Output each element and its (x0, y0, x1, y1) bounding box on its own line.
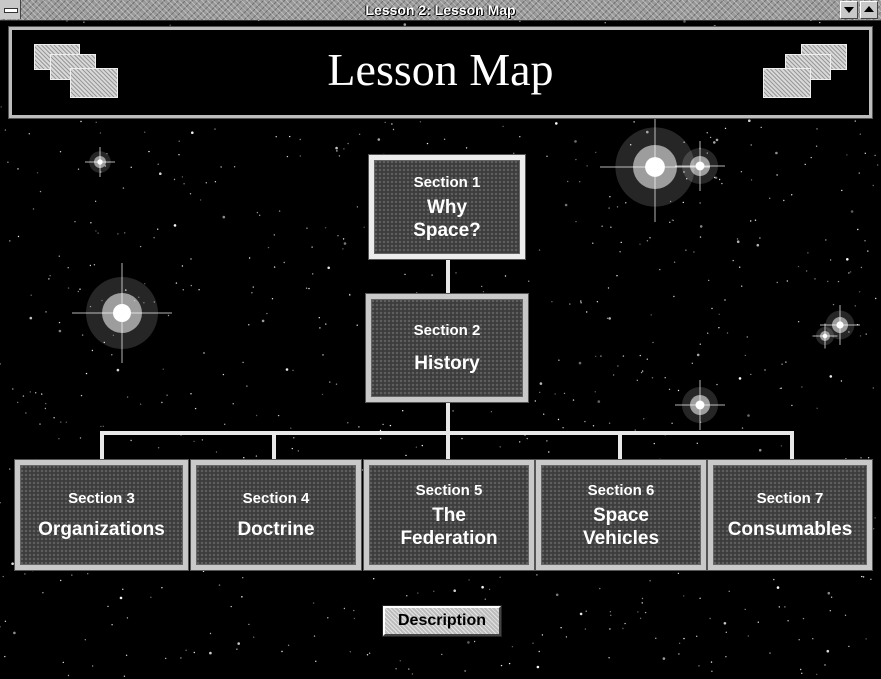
connector-line (100, 431, 104, 462)
window-title: Lesson 2: Lesson Map (0, 1, 881, 19)
section-2-box[interactable]: Section 2 History (366, 294, 528, 402)
section-number: Section 3 (68, 489, 135, 508)
section-5-box[interactable]: Section 5 The Federation (364, 460, 534, 570)
connector-line (618, 431, 622, 462)
connector-line (446, 402, 450, 432)
section-number: Section 7 (757, 489, 824, 508)
connector-line (446, 431, 450, 462)
section-title: History (414, 352, 479, 375)
description-button[interactable]: Description (383, 606, 501, 636)
section-title: Organizations (38, 518, 165, 541)
section-number: Section 2 (414, 321, 481, 340)
connector-line (790, 431, 794, 462)
section-4-box[interactable]: Section 4 Doctrine (191, 460, 361, 570)
decorative-window-stack-icon (761, 44, 847, 102)
title-bar[interactable]: Lesson 2: Lesson Map (0, 0, 881, 21)
section-3-box[interactable]: Section 3 Organizations (15, 460, 188, 570)
section-6-box[interactable]: Section 6 Space Vehicles (536, 460, 706, 570)
minimize-icon[interactable] (840, 1, 858, 19)
header-banner: Lesson Map (9, 27, 872, 118)
section-number: Section 5 (416, 481, 483, 500)
connector-line (272, 431, 276, 462)
maximize-icon[interactable] (860, 1, 878, 19)
section-title: The Federation (400, 504, 497, 550)
section-1-box[interactable]: Section 1 Why Space? (369, 155, 525, 259)
section-title: Doctrine (237, 518, 314, 541)
section-title: Space Vehicles (583, 504, 659, 550)
section-title: Consumables (728, 518, 853, 541)
section-number: Section 4 (243, 489, 310, 508)
section-7-box[interactable]: Section 7 Consumables (708, 460, 872, 570)
section-title: Why Space? (413, 196, 481, 242)
section-number: Section 6 (588, 481, 655, 500)
page-title: Lesson Map (12, 42, 869, 98)
connector-line (446, 257, 450, 297)
section-number: Section 1 (414, 173, 481, 192)
